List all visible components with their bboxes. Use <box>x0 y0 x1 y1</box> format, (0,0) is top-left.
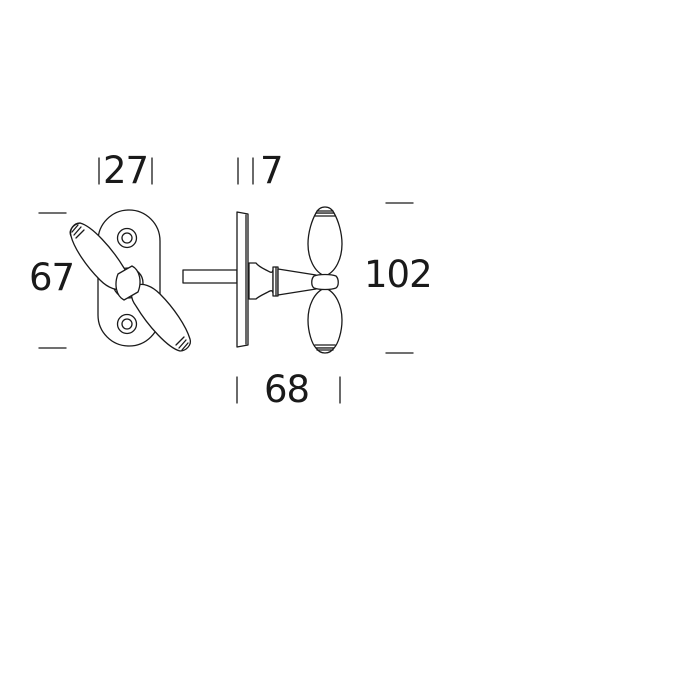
dim-height-label: 67 <box>29 256 75 299</box>
dim-67-ticks <box>38 212 67 349</box>
dim-width-label: 27 <box>103 149 149 192</box>
side-lever-boss <box>311 273 339 291</box>
dim-thickness-label: 7 <box>260 149 284 192</box>
dim-handle-height-label: 102 <box>364 253 433 296</box>
rose-plate <box>236 211 249 348</box>
lever-neck <box>115 265 141 301</box>
shaft <box>277 268 317 296</box>
screw-hole-bottom <box>116 313 138 335</box>
side-lever-lower <box>307 287 343 349</box>
collar <box>248 262 274 300</box>
spindle <box>182 269 238 284</box>
dim-7-ticks <box>237 157 254 185</box>
lever-lower <box>130 283 192 352</box>
dim-102-ticks <box>385 202 414 354</box>
side-view <box>182 206 343 354</box>
side-lever-upper <box>307 212 343 277</box>
dim-27-ticks <box>98 157 153 185</box>
dim-projection-label: 68 <box>264 368 310 411</box>
screw-hole-top <box>116 227 138 249</box>
dim-68-ticks <box>236 376 341 404</box>
front-view <box>69 209 192 352</box>
